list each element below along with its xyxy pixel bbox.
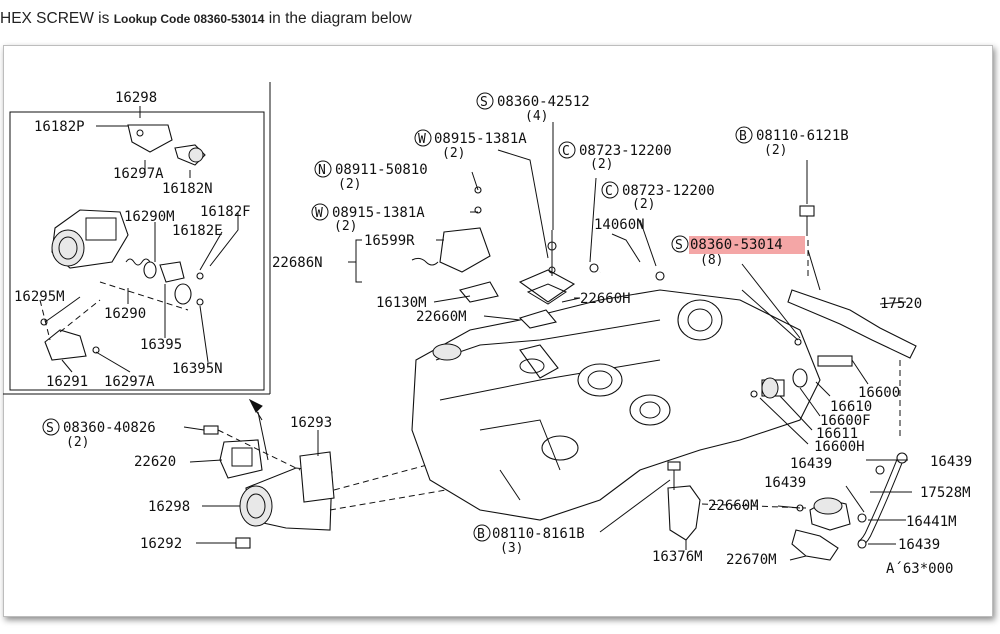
circle-s-42512: S (480, 95, 488, 110)
label-08110-6121b[interactable]: 08110-6121B (756, 128, 849, 144)
qty-08911-50810: (2) (338, 177, 361, 192)
inset-label-16395n: 16395N (172, 361, 223, 377)
inset-label-16295m: 16295M (14, 289, 65, 305)
page-header: HEX SCREW is Lookup Code 08360-53014 in … (0, 8, 412, 36)
cap-shape (432, 343, 462, 361)
label-16292[interactable]: 16292 (140, 536, 182, 552)
inset-label-16291: 16291 (46, 374, 88, 390)
label-16439-b[interactable]: 16439 (930, 454, 972, 470)
bracket-16376m-shape (667, 485, 701, 541)
fuel-rail-17520-shape (787, 289, 917, 359)
valve-16130m-shape (518, 269, 576, 303)
bracket-22670m-shape (791, 529, 839, 561)
label-16439-d[interactable]: 16439 (898, 537, 940, 553)
label-17520[interactable]: 17520 (880, 296, 922, 312)
label-14060n[interactable]: 14060N (594, 217, 645, 233)
inset-label-16182f: 16182F (200, 204, 251, 220)
circle-c-b: C (605, 184, 613, 199)
label-16130m[interactable]: 16130M (376, 295, 427, 311)
pressure-regulator-assembly (599, 452, 912, 561)
inset-label-16297a-lower: 16297A (104, 374, 155, 390)
label-16439-c[interactable]: 16439 (764, 475, 806, 491)
part-16599r-shape (439, 227, 491, 273)
qty-08110-6121b: (2) (764, 143, 787, 158)
header-lookup-code: Lookup Code 08360-53014 (113, 12, 265, 26)
fuel-rail-assembly (741, 240, 917, 445)
label-16376m[interactable]: 16376M (652, 549, 703, 565)
header-prefix: HEX SCREW is (0, 10, 114, 27)
manifold-outline (411, 289, 821, 521)
label-16610[interactable]: 16610 (830, 399, 872, 415)
label-08915-1381a[interactable]: 08915-1381A (332, 205, 425, 221)
qty-08915-1381a-top: (2) (442, 146, 465, 161)
bracket-16291-shape (44, 329, 87, 361)
qty-08360-40826: (2) (66, 435, 89, 450)
bracket-16182p-shape (127, 124, 173, 153)
label-16611[interactable]: 16611 (816, 426, 858, 442)
label-08360-42512[interactable]: 08360-42512 (497, 94, 590, 110)
label-22660m-lower[interactable]: 22660M (708, 498, 759, 514)
diagram-code: A´63*000 (886, 561, 953, 577)
label-08723-12200-a[interactable]: 08723-12200 (579, 143, 672, 159)
label-08360-53014-target[interactable]: 08360-53014 (690, 237, 783, 253)
inset-label-16182p: 16182P (34, 119, 85, 135)
header-suffix: in the diagram below (264, 10, 412, 27)
qty-08110-8161b: (3) (500, 541, 523, 556)
inset-box (9, 111, 265, 391)
inset-label-16182e: 16182E (172, 223, 223, 239)
inset-label-16298: 16298 (115, 90, 157, 106)
qty-08360-53014: (8) (700, 253, 723, 268)
label-22660h[interactable]: 22660H (580, 291, 631, 307)
circle-w-top: W (418, 132, 426, 147)
circle-s-40826: S (46, 421, 54, 436)
label-22670m[interactable]: 22670M (726, 552, 777, 568)
inset-label-16290: 16290 (104, 306, 146, 322)
top-leader-lines (348, 122, 801, 339)
label-16441m[interactable]: 16441M (906, 514, 957, 530)
inset-label-16395: 16395 (140, 337, 182, 353)
label-17528m[interactable]: 17528M (920, 485, 971, 501)
target-part-highlight (689, 236, 805, 254)
label-16298[interactable]: 16298 (148, 499, 190, 515)
lower-throttle-assembly (183, 398, 621, 549)
label-16293[interactable]: 16293 (290, 415, 332, 431)
gasket-16293-shape (299, 451, 335, 503)
label-08723-12200-b[interactable]: 08723-12200 (622, 183, 715, 199)
label-16600[interactable]: 16600 (858, 385, 900, 401)
circle-n-50810: N (318, 163, 326, 178)
label-22660m-top[interactable]: 22660M (416, 309, 467, 325)
circle-b-6121b: B (739, 129, 747, 144)
circle-markers: S W C B N C W S S B (42, 92, 753, 542)
qty-08360-42512: (4) (525, 109, 548, 124)
label-16599r[interactable]: 16599R (364, 233, 415, 249)
qty-08723-12200-b: (2) (632, 197, 655, 212)
label-08360-40826[interactable]: 08360-40826 (63, 420, 156, 436)
label-16600h[interactable]: 16600H (814, 439, 865, 455)
spring-16290-shape (125, 258, 151, 266)
inset-label-16182n: 16182N (162, 181, 213, 197)
part-22620-shape (219, 439, 263, 479)
qty-08915-1381a: (2) (334, 219, 357, 234)
qty-08723-12200-a: (2) (590, 157, 613, 172)
label-08110-8161b[interactable]: 08110-8161B (492, 526, 585, 542)
intake-manifold (411, 289, 821, 521)
inset-throttle-detail (3, 82, 271, 395)
label-08911-50810[interactable]: 08911-50810 (335, 162, 428, 178)
inset-label-16290m: 16290M (124, 209, 175, 225)
label-08915-1381a-top[interactable]: 08915-1381A (434, 131, 527, 147)
top-components (411, 160, 815, 329)
circle-s-53014: S (675, 238, 683, 253)
bolt-6121b-shape (799, 205, 815, 217)
circle-w-lower: W (315, 206, 323, 221)
label-16600f[interactable]: 16600F (820, 413, 871, 429)
label-22686n[interactable]: 22686N (272, 255, 323, 271)
label-22620[interactable]: 22620 (134, 454, 176, 470)
label-16439-a[interactable]: 16439 (790, 456, 832, 472)
circle-b-8161b: B (477, 527, 485, 542)
inset-label-16297a: 16297A (113, 166, 164, 182)
circle-c-a: C (562, 144, 570, 159)
